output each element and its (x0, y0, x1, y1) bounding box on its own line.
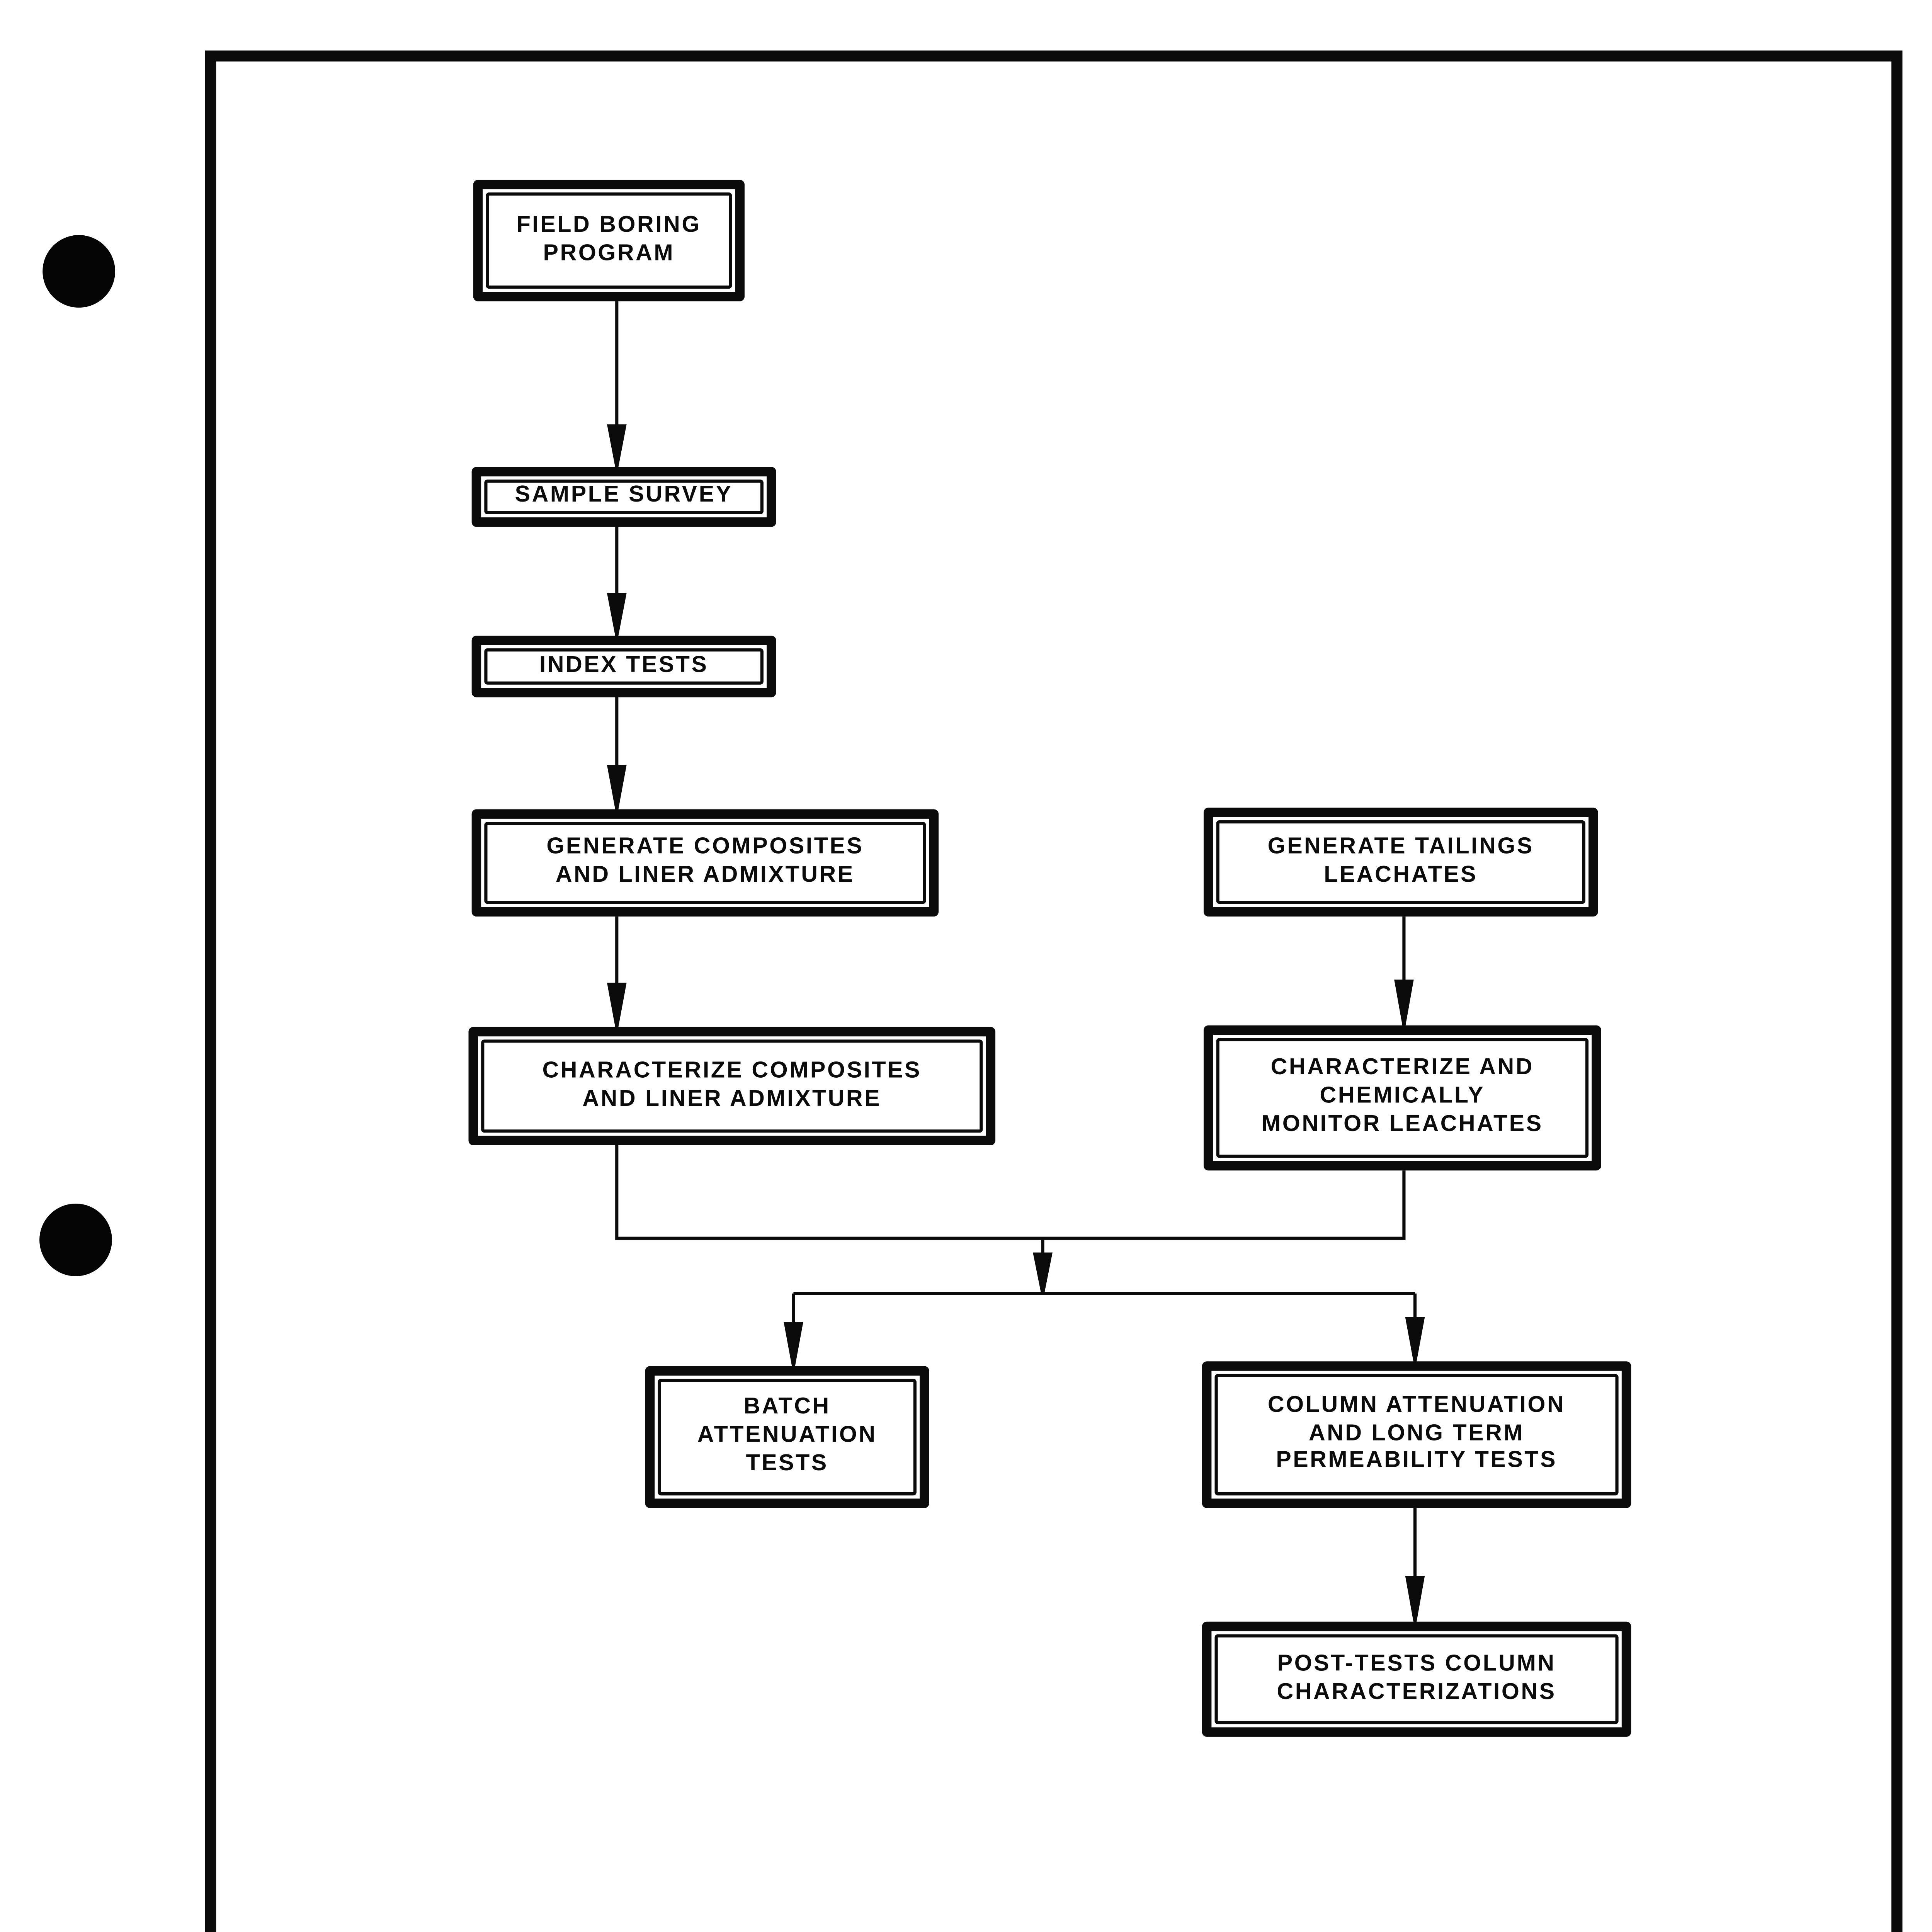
flow-box-inner-line: SAMPLE SURVEY (484, 480, 764, 514)
flow-box-batch-attenuation-tests: BATCH ATTENUATION TESTS (645, 1366, 929, 1508)
flow-box-characterize-composites: CHARACTERIZE COMPOSITES AND LINER ADMIXT… (468, 1027, 996, 1145)
flow-box-inner-line: COLUMN ATTENUATION AND LONG TERM PERMEAB… (1214, 1374, 1619, 1496)
flow-box-label: CHARACTERIZE AND CHEMICALLY MONITOR LEAC… (1261, 1056, 1543, 1137)
flow-box-sample-survey: SAMPLE SURVEY (471, 467, 776, 527)
flow-box-label: GENERATE COMPOSITES AND LINER ADMIXTURE (546, 835, 864, 888)
flow-box-generate-tailings: GENERATE TAILINGS LEACHATES (1203, 808, 1598, 917)
flow-box-inner-line: BATCH ATTENUATION TESTS (658, 1379, 917, 1496)
flow-box-inner-line: GENERATE COMPOSITES AND LINER ADMIXTURE (484, 821, 926, 904)
flow-box-label: POST-TESTS COLUMN CHARACTERIZATIONS (1277, 1651, 1556, 1705)
flow-box-label: SAMPLE SURVEY (515, 483, 733, 509)
flow-box-label: CHARACTERIZE COMPOSITES AND LINER ADMIXT… (542, 1058, 922, 1112)
flow-box-column-attenuation-tests: COLUMN ATTENUATION AND LONG TERM PERMEAB… (1202, 1361, 1631, 1508)
flow-box-label: FIELD BORING PROGRAM (516, 213, 701, 266)
drawing-border-frame (205, 50, 1903, 1932)
flow-box-characterize-monitor: CHARACTERIZE AND CHEMICALLY MONITOR LEAC… (1203, 1025, 1601, 1171)
flow-box-inner-line: CHARACTERIZE COMPOSITES AND LINER ADMIXT… (481, 1039, 983, 1133)
flow-box-label: GENERATE TAILINGS LEACHATES (1267, 834, 1534, 888)
flow-box-inner-line: POST-TESTS COLUMN CHARACTERIZATIONS (1214, 1634, 1619, 1725)
flow-box-index-tests: INDEX TESTS (471, 636, 776, 697)
flow-box-field-boring-program: FIELD BORING PROGRAM (473, 180, 745, 301)
flow-box-label: COLUMN ATTENUATION AND LONG TERM PERMEAB… (1267, 1393, 1566, 1474)
punch-hole-top (43, 235, 116, 308)
flow-box-inner-line: CHARACTERIZE AND CHEMICALLY MONITOR LEAC… (1216, 1038, 1589, 1158)
flow-box-inner-line: FIELD BORING PROGRAM (486, 192, 732, 289)
flow-box-post-tests-column: POST-TESTS COLUMN CHARACTERIZATIONS (1202, 1621, 1631, 1737)
flow-box-generate-composites: GENERATE COMPOSITES AND LINER ADMIXTURE (471, 809, 939, 917)
flow-box-inner-line: GENERATE TAILINGS LEACHATES (1216, 820, 1585, 904)
punch-hole-middle (39, 1203, 112, 1276)
flow-box-label: INDEX TESTS (539, 652, 709, 678)
flow-box-inner-line: INDEX TESTS (484, 648, 764, 685)
flow-box-label: BATCH ATTENUATION TESTS (697, 1395, 877, 1476)
